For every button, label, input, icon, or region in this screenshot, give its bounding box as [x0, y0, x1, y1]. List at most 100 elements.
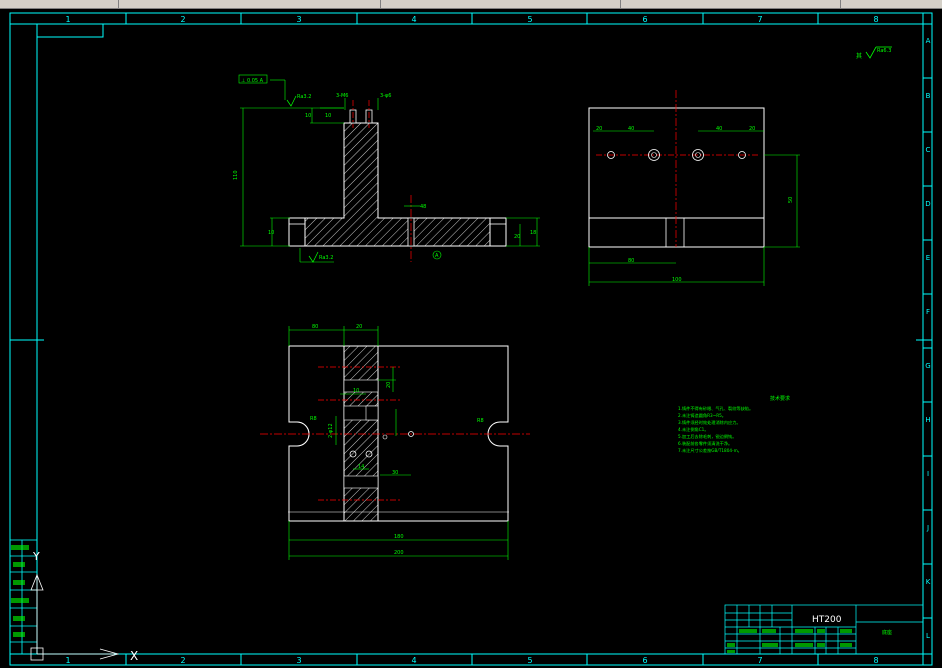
general-surface-roughness: 其 Ra6.3: [856, 46, 892, 60]
col-label: 3: [296, 656, 301, 665]
dim-label: 14: [358, 464, 364, 470]
dim-label: 180: [394, 534, 404, 540]
row-label: B: [926, 92, 931, 100]
tech-line: 6.装配前各零件须清洗干净。: [678, 440, 732, 447]
toolbar-separator: [380, 0, 381, 8]
col-label: 1: [65, 656, 70, 665]
title-block: [724, 604, 924, 655]
side-view[interactable]: [588, 90, 765, 248]
row-label: D: [925, 200, 930, 208]
toolbar-button-5[interactable]: [844, 0, 904, 8]
column-divisions: [125, 13, 819, 665]
col-label: 4: [411, 656, 416, 665]
tech-line: 1.铸件不得有砂眼、气孔、裂纹等缺陷。: [678, 405, 753, 412]
dim-label: 20: [596, 126, 602, 132]
dim-label: 50: [788, 197, 794, 203]
dim-label: 100: [672, 277, 682, 283]
toolbar-button-2[interactable]: [122, 0, 182, 8]
row-label: H: [925, 416, 930, 424]
row-divisions: [923, 77, 932, 619]
tech-line: 4.未注倒角C1。: [678, 426, 709, 433]
row-label: J: [926, 524, 929, 532]
dim-label: 30: [392, 470, 398, 476]
col-label: 4: [411, 15, 416, 24]
dim-label: 10: [268, 230, 274, 236]
row-label: C: [926, 146, 931, 154]
drawing-frame: [9, 12, 933, 666]
tech-line: 2.未注铸造圆角R3~R5。: [678, 412, 726, 419]
toolbar-button-3[interactable]: [384, 0, 444, 8]
material-label: HT200: [812, 615, 842, 625]
toolbar-separator: [620, 0, 621, 8]
dim-label: 40: [628, 126, 634, 132]
dim-label: 20: [749, 126, 755, 132]
row-label: G: [925, 362, 930, 370]
top-view-dimension-text: 80 20 2-φ12 R8 R8 30 20 14 10 180 200: [310, 324, 484, 556]
col-label: 5: [527, 15, 532, 24]
roughness-label: Ra3.2: [297, 94, 311, 100]
dim-label: 200: [394, 550, 404, 556]
drawing-canvas[interactable]: 1 2 3 4 5 6 7 8 1 2 3 4 5 6 7 8 A B C D …: [0, 9, 942, 668]
dim-label: 80: [628, 258, 634, 264]
roughness-label: Ra3.2: [319, 255, 333, 261]
col-label: 8: [873, 656, 878, 665]
tech-line: 5.加工后去除毛刺，锐边倒钝。: [678, 433, 736, 440]
roughness-value: Ra6.3: [877, 48, 891, 54]
dim-label: 80: [312, 324, 318, 330]
ucs-x-label: X: [130, 649, 138, 663]
col-label: 3: [296, 15, 301, 24]
row-labels: A B C D E F G H I J K L: [925, 37, 930, 640]
tech-line: 7.未注尺寸公差按GB/T1804-m。: [678, 447, 742, 454]
ucs-y-label: Y: [32, 550, 40, 563]
datum-label: A: [435, 253, 439, 259]
title-block-text: HT200 底座: [727, 615, 892, 653]
side-view-dimensions: [588, 130, 800, 286]
col-label: 7: [757, 656, 762, 665]
col-label: 6: [642, 656, 647, 665]
dim-label: 20: [514, 234, 520, 240]
row-label: K: [926, 578, 931, 586]
dim-label: 110: [233, 170, 239, 180]
col-label: 8: [873, 15, 878, 24]
dim-label: R8: [310, 416, 317, 422]
column-labels-bottom: 1 2 3 4 5 6 7 8: [65, 656, 878, 665]
dim-label: 48: [420, 204, 426, 210]
top-view-dimensions: [288, 326, 509, 560]
dim-label: 10: [353, 388, 359, 394]
col-label: 7: [757, 15, 762, 24]
row-label: A: [926, 37, 931, 45]
col-label: 2: [180, 656, 185, 665]
dim-label: 10: [305, 113, 311, 119]
col-label: 6: [642, 15, 647, 24]
row-label: I: [927, 470, 929, 478]
dim-label: R8: [477, 418, 484, 424]
roughness-prefix: 其: [856, 52, 862, 60]
part-name: 底座: [882, 629, 892, 636]
dim-label: 20: [356, 324, 362, 330]
dim-label: 3-M6: [336, 93, 348, 99]
toolbar-separator: [118, 0, 119, 8]
technical-requirements: 技术要求 1.铸件不得有砂眼、气孔、裂纹等缺陷。 2.未注铸造圆角R3~R5。 …: [678, 395, 790, 454]
front-view-dimensions: [240, 79, 540, 263]
dim-label: 18: [530, 230, 536, 236]
tech-line: 3.铸件须经时效处理消除内应力。: [678, 419, 741, 426]
toolbar-button-4[interactable]: [624, 0, 684, 8]
tolerance-frame: ⊥ 0.05 A: [241, 78, 264, 84]
row-label: F: [926, 308, 930, 316]
dim-label: 40: [716, 126, 722, 132]
tech-title: 技术要求: [770, 395, 790, 402]
ucs-icon: X Y: [30, 550, 138, 663]
dim-label: 2-φ12: [328, 423, 334, 438]
side-view-dimension-text: 20 40 40 20 80 50 100: [596, 126, 794, 283]
row-label: E: [926, 254, 930, 262]
dim-label: 10: [325, 113, 331, 119]
front-view[interactable]: [288, 100, 507, 262]
col-label: 1: [65, 15, 70, 24]
toolbar-button-1[interactable]: [4, 0, 64, 8]
dim-label: 3-φ6: [380, 93, 391, 99]
dim-label: 20: [386, 382, 392, 388]
revision-strip-text: [11, 545, 29, 637]
toolbar-separator: [840, 0, 841, 8]
top-view[interactable]: [260, 345, 530, 522]
col-label: 2: [180, 15, 185, 24]
